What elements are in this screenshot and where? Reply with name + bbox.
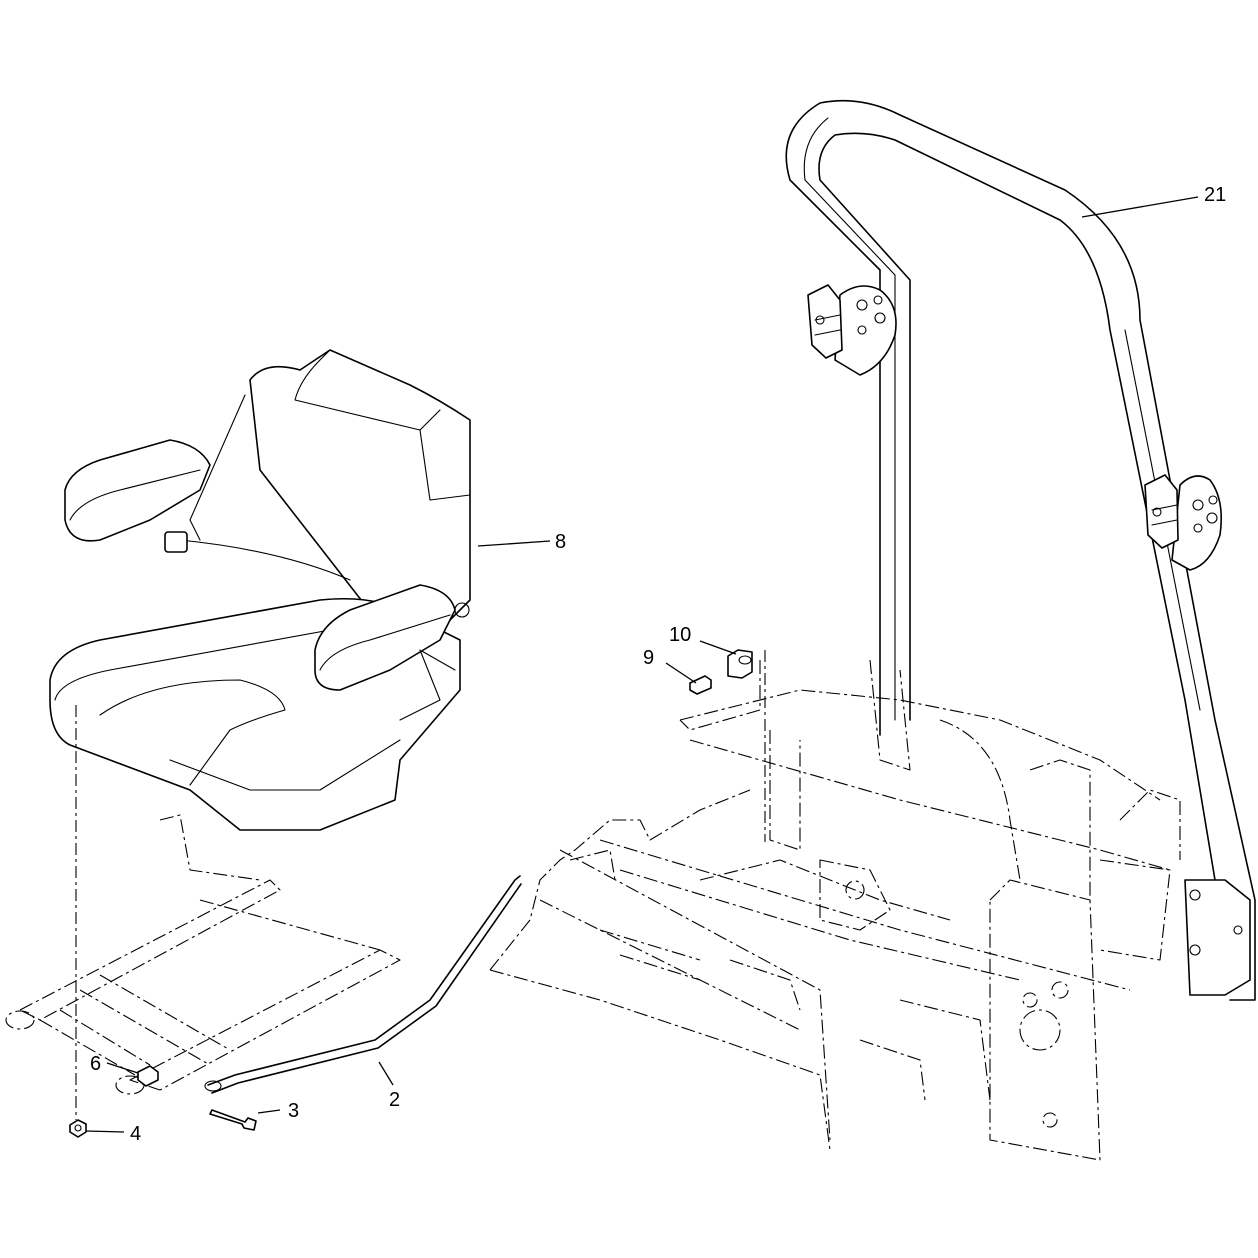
lower-hinge: [1144, 474, 1223, 571]
seat-assembly: [49, 349, 471, 831]
callout-9: 9: [643, 647, 654, 669]
leader-lines: [85, 196, 1199, 1133]
callout-4: 4: [130, 1123, 141, 1145]
callout-10: 10: [669, 624, 691, 646]
upper-hinge: [807, 284, 897, 376]
bushing: [727, 649, 753, 679]
callout-6: 6: [90, 1053, 101, 1075]
chassis-frame: [489, 659, 1181, 1161]
callout-2: 2: [389, 1089, 400, 1111]
callout-21: 21: [1204, 184, 1226, 206]
seat-base-frame: [5, 814, 401, 1095]
nut: [69, 1119, 87, 1138]
callout-3: 3: [288, 1100, 299, 1122]
seat-latch-rod: [204, 875, 522, 1094]
spacer: [137, 1065, 159, 1087]
callout-8: 8: [555, 531, 566, 553]
callout-labels: 21 8 10 9 6 2 3 4: [90, 184, 1226, 1145]
roll-bar: [785, 99, 1256, 1001]
bolt: [209, 1109, 257, 1131]
bolt-small: [689, 675, 712, 695]
